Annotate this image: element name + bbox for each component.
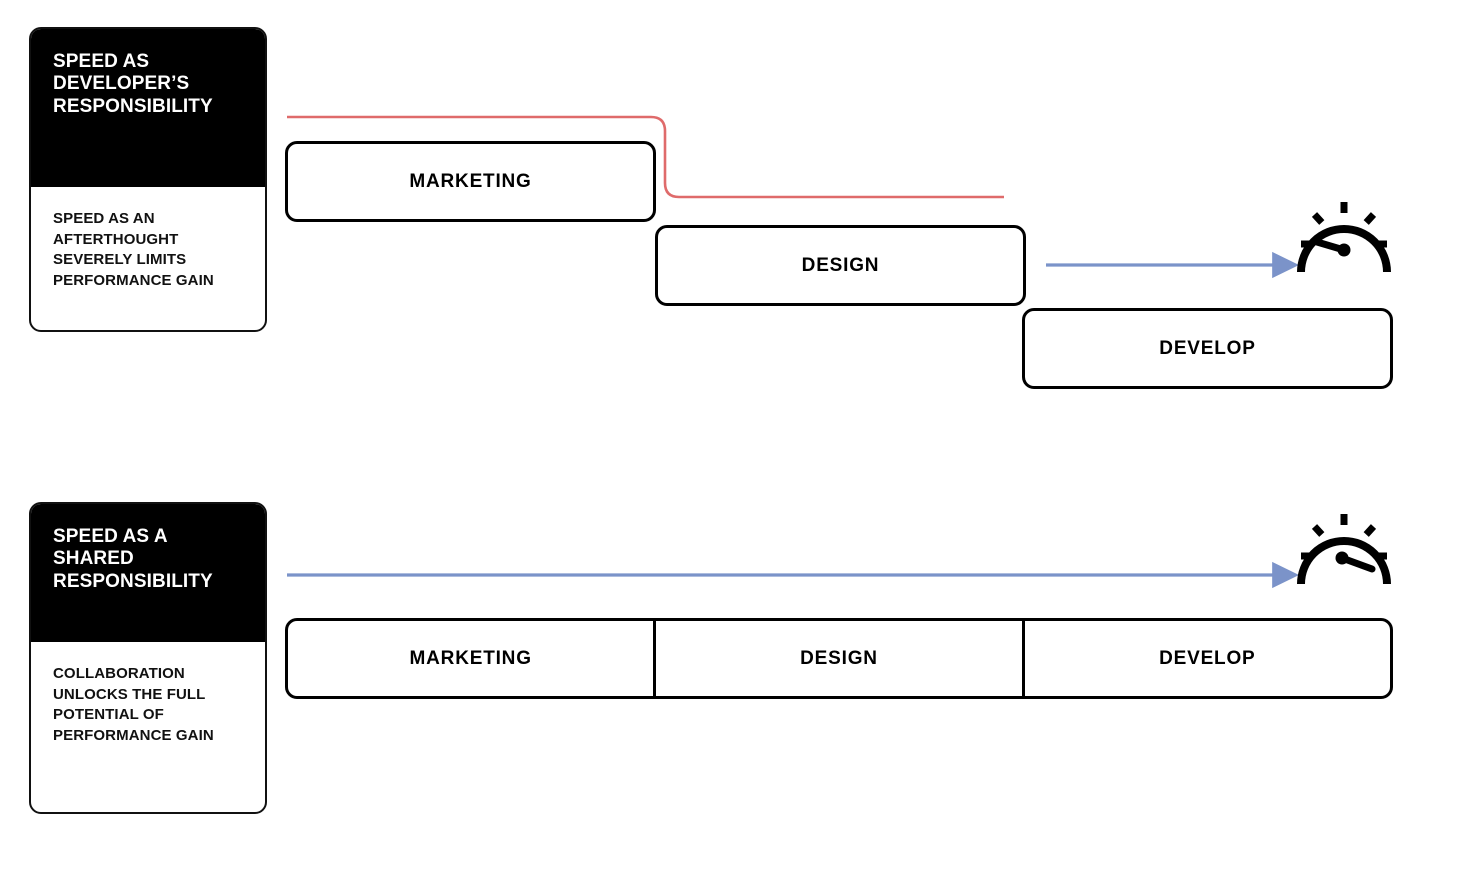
phase-box-sequential-marketing[interactable]: MARKETING	[285, 141, 656, 222]
phase-label: DESIGN	[800, 647, 878, 669]
speedometer-high-icon	[1297, 514, 1391, 585]
phase-label: DESIGN	[801, 254, 880, 276]
info-card-sequential: SPEED AS DEVELOPER’S RESPONSIBILITY SPEE…	[29, 27, 267, 332]
phase-box-sequential-design[interactable]: DESIGN	[655, 225, 1026, 306]
phase-box-shared-develop[interactable]: DEVELOP	[1025, 621, 1390, 696]
phase-label: DEVELOP	[1159, 337, 1256, 359]
phase-strip-shared: MARKETING DESIGN DEVELOP	[285, 618, 1393, 699]
info-card-sequential-heading: SPEED AS DEVELOPER’S RESPONSIBILITY	[31, 29, 265, 187]
info-card-shared: SPEED AS A SHARED RESPONSIBILITY COLLABO…	[29, 502, 267, 814]
info-card-shared-body: COLLABORATION UNLOCKS THE FULL POTENTIAL…	[31, 642, 265, 769]
needle-high	[1335, 551, 1376, 573]
info-card-sequential-body: SPEED AS AN AFTERTHOUGHT SEVERELY LIMITS…	[31, 187, 265, 314]
info-card-shared-heading: SPEED AS A SHARED RESPONSIBILITY	[31, 504, 265, 642]
phase-label: DEVELOP	[1159, 647, 1256, 669]
phase-box-shared-design[interactable]: DESIGN	[656, 621, 1025, 696]
phase-label: MARKETING	[409, 170, 532, 192]
phase-box-sequential-develop[interactable]: DEVELOP	[1022, 308, 1393, 389]
speedometer-low-icon	[1297, 202, 1391, 273]
phase-label: MARKETING	[409, 647, 532, 669]
phase-box-shared-marketing[interactable]: MARKETING	[288, 621, 657, 696]
needle-low	[1313, 238, 1351, 257]
